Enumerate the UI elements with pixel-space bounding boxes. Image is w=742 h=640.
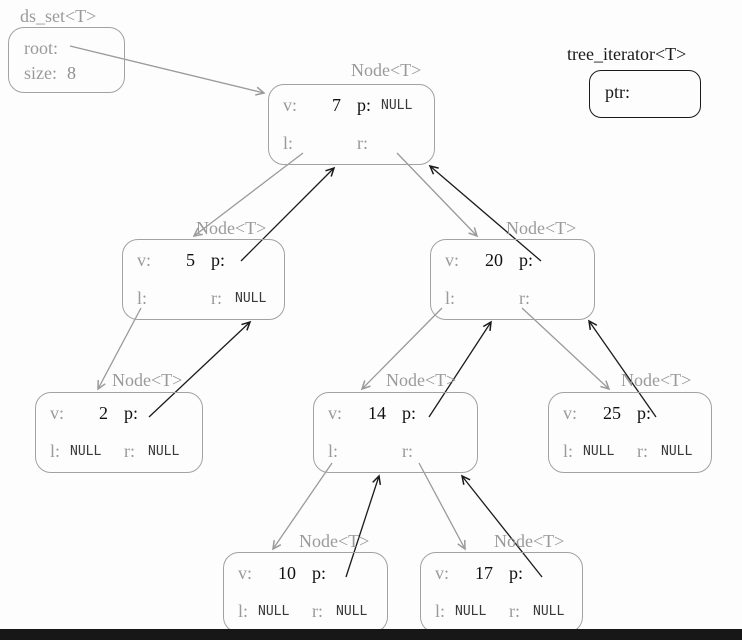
l-label: l: [563, 440, 574, 461]
v-label: v: [445, 250, 460, 271]
r-label: r: [312, 600, 323, 621]
v-label: v: [563, 403, 578, 424]
l-label: l: [445, 287, 456, 308]
node14-value-row: v: 14 p: [314, 397, 477, 431]
p-label: p: [312, 563, 327, 584]
node20-value-row: v: 20 p: [431, 244, 594, 278]
ptr-label: ptr: [605, 82, 630, 102]
edge-node20-r-to-node25 [521, 307, 611, 391]
node5-value-row: v: 5 p: [123, 244, 284, 278]
node2-value-row: v: 2 p: [36, 397, 202, 431]
v-label: v: [238, 563, 253, 584]
node7-type-label: Node<T> [351, 60, 422, 80]
node2-type-label: Node<T> [112, 370, 183, 390]
p-label: p: [509, 563, 524, 584]
node10-type-label: Node<T> [299, 531, 370, 551]
node-value: 25 [603, 403, 621, 424]
ds-set-title: ds_set<T> [20, 6, 97, 26]
node10-child-row: l: NULL r: NULL [224, 594, 387, 628]
edge-node14-r-to-node17 [418, 462, 466, 551]
node17-child-row: l: NULL r: NULL [421, 594, 582, 628]
l-value: NULL [258, 603, 290, 619]
p-label: p: [357, 95, 372, 116]
root-label: root: [24, 38, 58, 58]
tree-node-17: v: 17 p: l: NULL r: NULL [420, 552, 583, 633]
p-label: p: [402, 403, 417, 424]
node7-value-row: v: 7 p: NULL [269, 89, 434, 123]
node25-type-label: Node<T> [621, 370, 692, 390]
node25-child-row: l: NULL r: NULL [549, 434, 711, 468]
tree-node-7: v: 7 p: NULL l: r: [268, 84, 435, 165]
r-label: r: [402, 440, 413, 461]
r-label: r: [124, 440, 135, 461]
node-value: 14 [368, 403, 386, 424]
node5-type-label: Node<T> [196, 218, 267, 238]
r-value: NULL [533, 603, 565, 619]
v-label: v: [50, 403, 65, 424]
l-label: l: [283, 132, 294, 153]
tree-node-2: v: 2 p: l: NULL r: NULL [35, 392, 203, 473]
node2-child-row: l: NULL r: NULL [36, 434, 202, 468]
l-label: l: [238, 600, 249, 621]
l-label: l: [50, 440, 61, 461]
v-label: v: [283, 95, 298, 116]
r-label: r: [211, 287, 222, 308]
ds-set-root-field: root: [24, 36, 124, 61]
tree-node-14: v: 14 p: l: r: [313, 392, 478, 473]
p-label: p: [637, 403, 652, 424]
node-value: 2 [99, 403, 108, 424]
node17-value-row: v: 17 p: [421, 557, 582, 591]
node14-child-row: l: r: [314, 434, 477, 468]
node10-value-row: v: 10 p: [224, 557, 387, 591]
node25-value-row: v: 25 p: [549, 397, 711, 431]
l-label: l: [328, 440, 339, 461]
r-value: NULL [235, 290, 267, 306]
p-label: p: [124, 403, 139, 424]
p-label: p: [211, 250, 226, 271]
size-label: size: [24, 63, 57, 83]
tree-node-10: v: 10 p: l: NULL r: NULL [223, 552, 388, 633]
ds-set-size-field: size: 8 [24, 61, 124, 86]
v-label: v: [435, 563, 450, 584]
r-value: NULL [336, 603, 368, 619]
size-value: 8 [67, 63, 76, 83]
bottom-bar [0, 629, 742, 640]
r-label: r: [509, 600, 520, 621]
tree-node-25: v: 25 p: l: NULL r: NULL [548, 392, 712, 473]
node5-child-row: l: r: NULL [123, 281, 284, 315]
l-value: NULL [70, 443, 102, 459]
node7-child-row: l: r: [269, 126, 434, 160]
ds-set-box: root: size: 8 [8, 27, 125, 93]
r-label: r: [519, 287, 530, 308]
l-label: l: [137, 287, 148, 308]
l-value: NULL [583, 443, 615, 459]
p-label: p: [519, 250, 534, 271]
p-value: NULL [381, 98, 413, 114]
node-value: 10 [278, 563, 296, 584]
l-label: l: [435, 600, 446, 621]
node-value: 20 [485, 250, 503, 271]
node-value: 17 [475, 563, 493, 584]
node20-child-row: l: r: [431, 281, 594, 315]
node-value: 7 [332, 95, 341, 116]
r-value: NULL [148, 443, 180, 459]
r-label: r: [357, 132, 368, 153]
edge-node7-r-to-node20 [396, 152, 479, 238]
node20-type-label: Node<T> [506, 218, 577, 238]
node17-type-label: Node<T> [494, 531, 565, 551]
node-value: 5 [186, 250, 195, 271]
l-value: NULL [455, 603, 487, 619]
tree-node-20: v: 20 p: l: r: [430, 239, 595, 320]
r-value: NULL [661, 443, 693, 459]
node14-type-label: Node<T> [386, 370, 457, 390]
tree-iterator-title: tree_iterator<T> [567, 44, 687, 64]
v-label: v: [328, 403, 343, 424]
r-label: r: [637, 440, 648, 461]
v-label: v: [137, 250, 152, 271]
tree-node-5: v: 5 p: l: r: NULL [122, 239, 285, 320]
tree-iterator-box: ptr: [589, 70, 701, 118]
